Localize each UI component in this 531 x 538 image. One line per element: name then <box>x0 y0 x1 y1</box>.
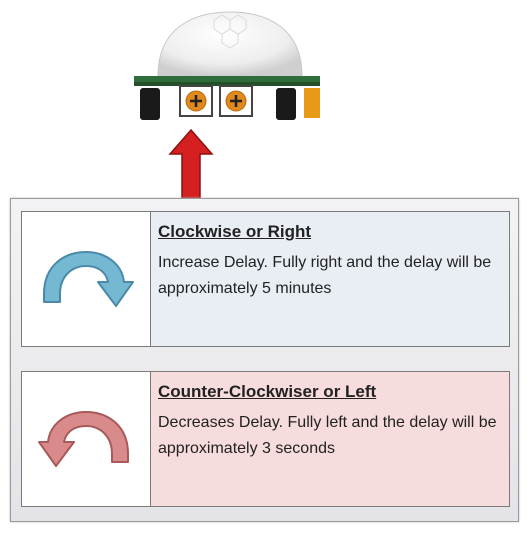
counter-clockwise-icon-cell <box>22 372 151 506</box>
clockwise-arrow-icon <box>43 251 134 307</box>
pir-motion-sensor <box>134 11 320 120</box>
counter-clockwise-text-cell: Counter-Clockwiser or Left Decreases Del… <box>151 372 509 506</box>
clockwise-row: Clockwise or Right Increase Delay. Fully… <box>21 211 510 347</box>
clockwise-description: Increase Delay. Fully right and the dela… <box>158 254 492 297</box>
counter-clockwise-title: Counter-Clockwiser or Left <box>158 382 377 401</box>
arrow-up-icon <box>168 128 214 205</box>
potentiometer-guide-panel: Clockwise or Right Increase Delay. Fully… <box>10 198 519 522</box>
clockwise-icon-cell <box>22 212 151 346</box>
counter-clockwise-row: Counter-Clockwiser or Left Decreases Del… <box>21 371 510 507</box>
counter-clockwise-description: Decreases Delay. Fully left and the dela… <box>158 414 497 457</box>
counter-clockwise-arrow-icon <box>38 411 129 467</box>
clockwise-title: Clockwise or Right <box>158 222 312 241</box>
clockwise-text-cell: Clockwise or Right Increase Delay. Fully… <box>151 212 509 346</box>
